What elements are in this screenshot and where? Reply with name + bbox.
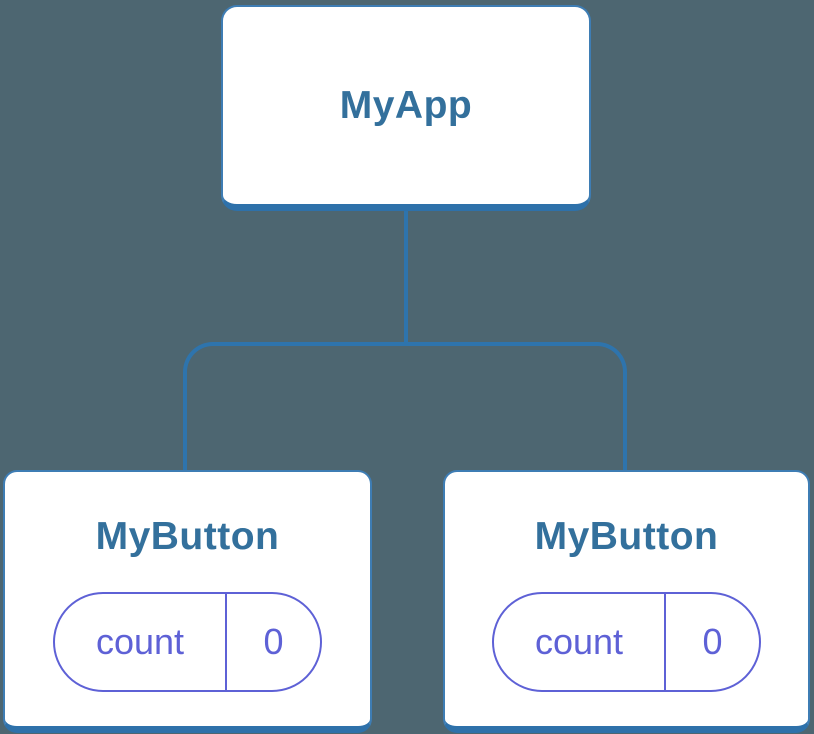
tree-connector-bracket <box>183 342 627 470</box>
state-value-label: 0 <box>702 621 723 662</box>
state-pill: count 0 <box>53 592 322 692</box>
component-node-child-right: MyButton count 0 <box>443 470 810 733</box>
component-node-child-left: MyButton count 0 <box>3 470 372 733</box>
state-value-label: 0 <box>263 621 284 662</box>
component-label: MyApp <box>339 83 473 127</box>
state-key-label: count <box>95 621 185 662</box>
tree-connector-stem <box>404 211 408 346</box>
state-key-label: count <box>534 621 624 662</box>
state-key-cell: count <box>55 594 227 690</box>
component-label: MyButton <box>534 515 719 558</box>
component-label: MyButton <box>95 515 280 558</box>
state-key-cell: count <box>494 594 666 690</box>
state-pill: count 0 <box>492 592 761 692</box>
state-value-cell: 0 <box>666 594 759 690</box>
state-value-cell: 0 <box>227 594 320 690</box>
component-node-root: MyApp <box>221 5 591 211</box>
